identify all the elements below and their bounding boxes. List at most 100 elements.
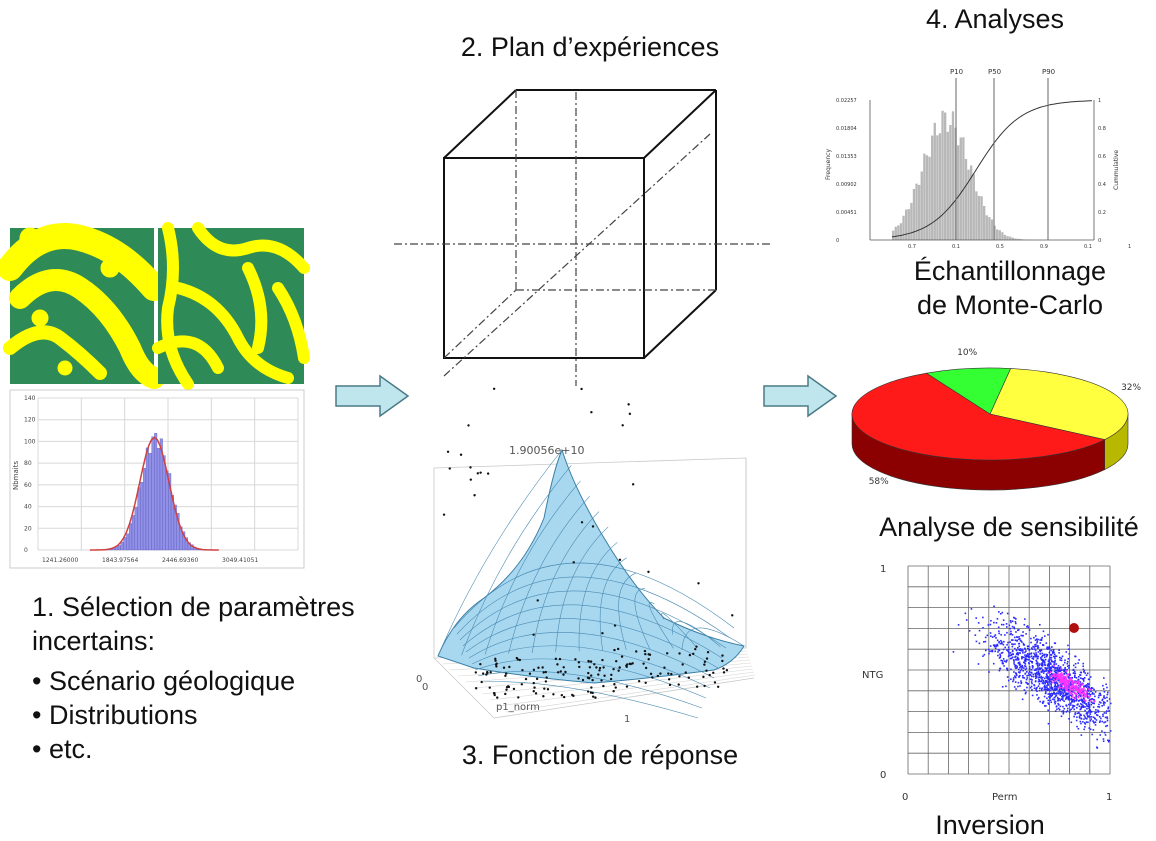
inv-xlabel: Perm xyxy=(992,792,1018,803)
mc-frequency-bars xyxy=(892,110,1059,240)
mc-ylabel-right: Cummulative xyxy=(1113,150,1120,190)
mc-bar xyxy=(938,133,942,240)
mc-bar xyxy=(946,131,949,240)
param-item: etc. xyxy=(32,732,295,766)
axis-tick-zero: 0 xyxy=(422,682,428,693)
mc-bar xyxy=(998,230,1001,240)
histogram-bar xyxy=(168,473,172,551)
mc-ylabel-left: Frequency xyxy=(825,149,832,180)
monte-carlo-caption-line1: Échantillonnage xyxy=(913,256,1107,286)
surface-max-label: 1.90056e+10 xyxy=(509,444,584,457)
histogram-bar xyxy=(159,438,163,551)
mc-bar xyxy=(920,171,923,240)
step4-title: 4. Analyses xyxy=(925,4,1065,34)
inversion-observed-point xyxy=(1069,623,1079,633)
axis-label-p1norm: p1_norm xyxy=(496,702,540,713)
mc-bar xyxy=(1016,238,1020,240)
mc-ytick-left: 0.00902 xyxy=(836,182,857,188)
mc-xtick: 0.5 xyxy=(996,244,1004,250)
histogram-bars xyxy=(89,433,219,551)
mc-bar xyxy=(897,225,900,240)
mc-xtick: 0.1 xyxy=(1084,244,1092,250)
mc-bar xyxy=(918,184,921,240)
histogram-ylabel: Nbmaits xyxy=(12,461,20,490)
pie-slice xyxy=(989,368,1129,440)
mc-bar xyxy=(977,195,981,240)
pie-slice xyxy=(851,372,1106,461)
histogram-bar xyxy=(140,482,144,551)
mc-xtick: 0.1 xyxy=(952,244,960,250)
step3-title: 3. Fonction de réponse xyxy=(461,740,739,770)
mc-bar xyxy=(1006,236,1009,240)
histogram-ytick: 20 xyxy=(24,525,32,532)
histogram-bar xyxy=(176,513,180,551)
mc-ytick-right: 0.6 xyxy=(1098,154,1106,160)
histogram-xtick: 3049.41051 xyxy=(222,557,258,564)
mc-bar xyxy=(1009,236,1012,240)
mc-xtick: 0.9 xyxy=(1040,244,1048,250)
mc-ytick-left: 0.01804 xyxy=(836,126,857,132)
mc-bar xyxy=(912,188,916,240)
histogram-bar xyxy=(162,455,166,551)
mc-bar xyxy=(894,226,897,240)
histogram-fit-curve xyxy=(90,436,219,551)
mc-bar xyxy=(967,169,970,240)
histogram-bar xyxy=(129,523,132,551)
mc-bar xyxy=(951,111,955,240)
mc-bar xyxy=(905,209,908,240)
pie-slice-label: 10% xyxy=(957,348,977,358)
param-item: Distributions xyxy=(32,698,295,732)
mc-ytick-right: 1 xyxy=(1098,98,1101,104)
mc-ytick-left: 0.01353 xyxy=(836,154,857,160)
mc-bar xyxy=(915,183,918,240)
mc-bar xyxy=(988,217,991,240)
mc-bar xyxy=(993,225,996,240)
mc-bar xyxy=(1014,238,1017,240)
mc-bar xyxy=(1019,239,1022,240)
histogram-bar xyxy=(117,545,121,551)
mc-bar xyxy=(990,219,994,240)
histogram-ytick: 60 xyxy=(24,482,32,489)
inversion-title: Inversion xyxy=(935,810,1045,840)
arrow-right-icon xyxy=(335,374,410,418)
mc-bar xyxy=(925,155,929,240)
mc-bar xyxy=(892,230,895,240)
histogram-bar xyxy=(126,533,130,551)
mc-xtick: 0.7 xyxy=(908,244,916,250)
mc-bar xyxy=(944,112,947,240)
inv-ylabel: NTG xyxy=(862,670,883,681)
histogram-ytick: 140 xyxy=(24,395,36,402)
mc-bar xyxy=(975,191,978,240)
histogram-bar xyxy=(148,453,152,551)
histogram-bar xyxy=(123,537,127,551)
param-item: Scénario géologique xyxy=(32,664,295,698)
histogram-bar xyxy=(154,433,158,551)
mc-bar xyxy=(931,135,934,240)
mc-bar xyxy=(1003,234,1007,240)
step2-title: 2. Plan d’expériences xyxy=(460,32,720,62)
histogram-xtick: 1843.97564 xyxy=(102,557,138,564)
response-surface-plot: 1.90056e+10 p1_norm 0 0 1 xyxy=(416,387,756,725)
histogram-bar xyxy=(137,487,141,551)
mc-ytick-left: 0 xyxy=(836,238,839,244)
mc-bar xyxy=(933,122,936,240)
parameter-list: Scénario géologique Distributions etc. xyxy=(32,664,295,766)
mc-bar xyxy=(907,209,910,240)
mc-bar xyxy=(983,205,986,240)
histogram-ytick: 80 xyxy=(24,460,32,467)
histogram-xtick: 1241.26000 xyxy=(42,557,78,564)
histogram-bar xyxy=(131,515,135,551)
mc-bar xyxy=(941,110,944,240)
inv-xtick-left: 0 xyxy=(902,792,908,803)
histogram-bar xyxy=(157,448,160,551)
histogram-bar xyxy=(134,507,138,551)
arrow-right-icon xyxy=(763,374,838,418)
mc-bar xyxy=(957,145,960,240)
axis-tick-one: 1 xyxy=(624,714,630,725)
mc-bar xyxy=(923,153,926,240)
sensitivity-pie-chart: 32%58%10% xyxy=(851,348,1142,491)
